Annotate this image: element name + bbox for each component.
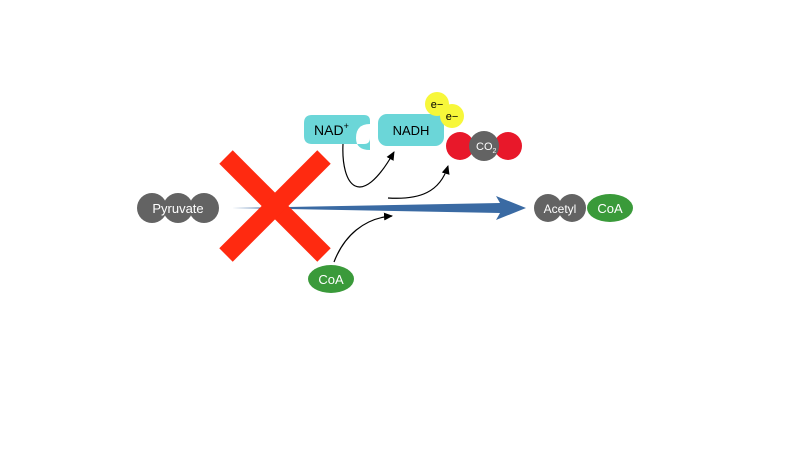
svg-text:NAD+: NAD+ [314,121,349,138]
nad-charge: + [344,121,349,131]
svg-text:CO2: CO2 [476,141,497,155]
electron-1-label: e− [431,99,444,111]
coa-product-label: CoA [597,201,623,216]
co2-label: CO [476,141,493,153]
electron-2-label: e− [446,111,459,123]
co2-subscript: 2 [493,148,497,155]
nad-label: NAD [314,122,344,138]
coa-input-label: CoA [318,272,344,287]
acetyl-coa-molecule: Acetyl CoA [534,194,633,222]
nadh-label: NADH [393,123,430,138]
nad-to-nadh-arrow [342,143,395,188]
coa-input-molecule: CoA [308,265,354,293]
red-x-icon [219,150,331,262]
nad-plus-molecule: NAD+ [304,115,370,150]
nadh-molecule: NADH [378,114,444,146]
pyruvate-label: Pyruvate [152,201,203,216]
acetyl-label: Acetyl [544,202,577,216]
main-reaction-arrow [232,196,526,220]
co2-molecule: CO2 [446,131,522,161]
pyruvate-molecule: Pyruvate [137,193,219,223]
co2-release-arrow [387,165,450,199]
coa-entry-arrow [333,212,393,263]
electron-pair: e− e− [425,92,464,128]
